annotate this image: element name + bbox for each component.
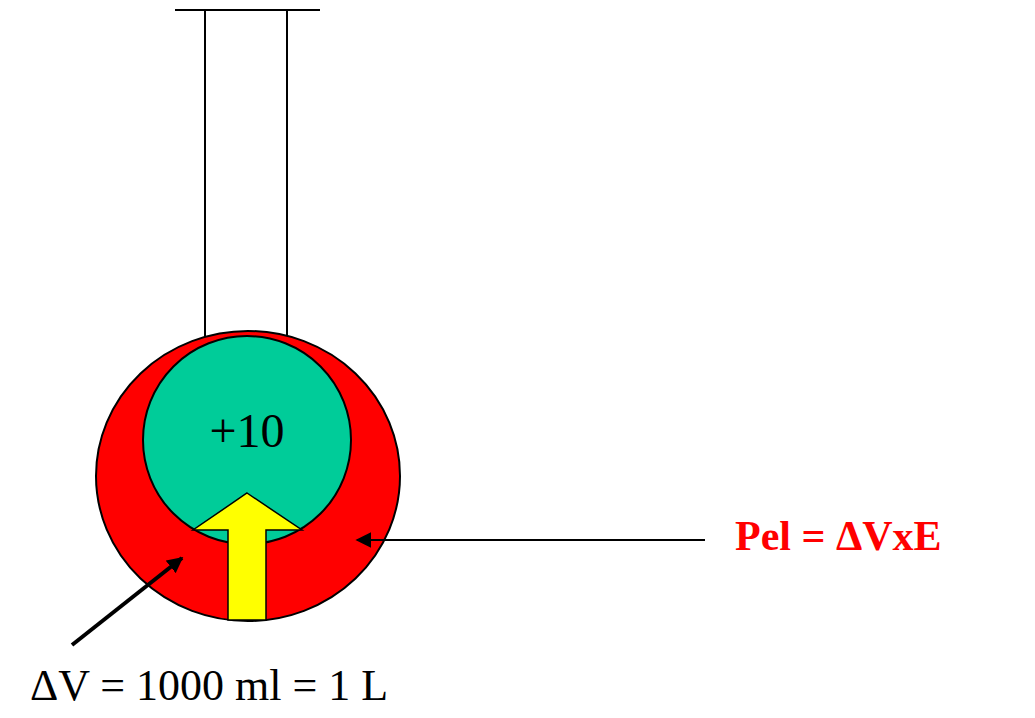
pressure-arrow bbox=[193, 493, 302, 620]
tube-wall bbox=[204, 10, 206, 340]
leader-arrow bbox=[72, 558, 182, 645]
outer-balloon bbox=[96, 331, 400, 621]
volume-label: ΔV = 1000 ml = 1 L bbox=[30, 660, 388, 711]
tube-wall bbox=[286, 10, 288, 340]
inner-balloon: +10 bbox=[142, 335, 352, 545]
pressure-value: +10 bbox=[209, 403, 284, 458]
formula-label: Pel = ΔVxE bbox=[735, 512, 942, 560]
leader-line bbox=[357, 539, 705, 541]
tube-top bbox=[175, 9, 320, 11]
